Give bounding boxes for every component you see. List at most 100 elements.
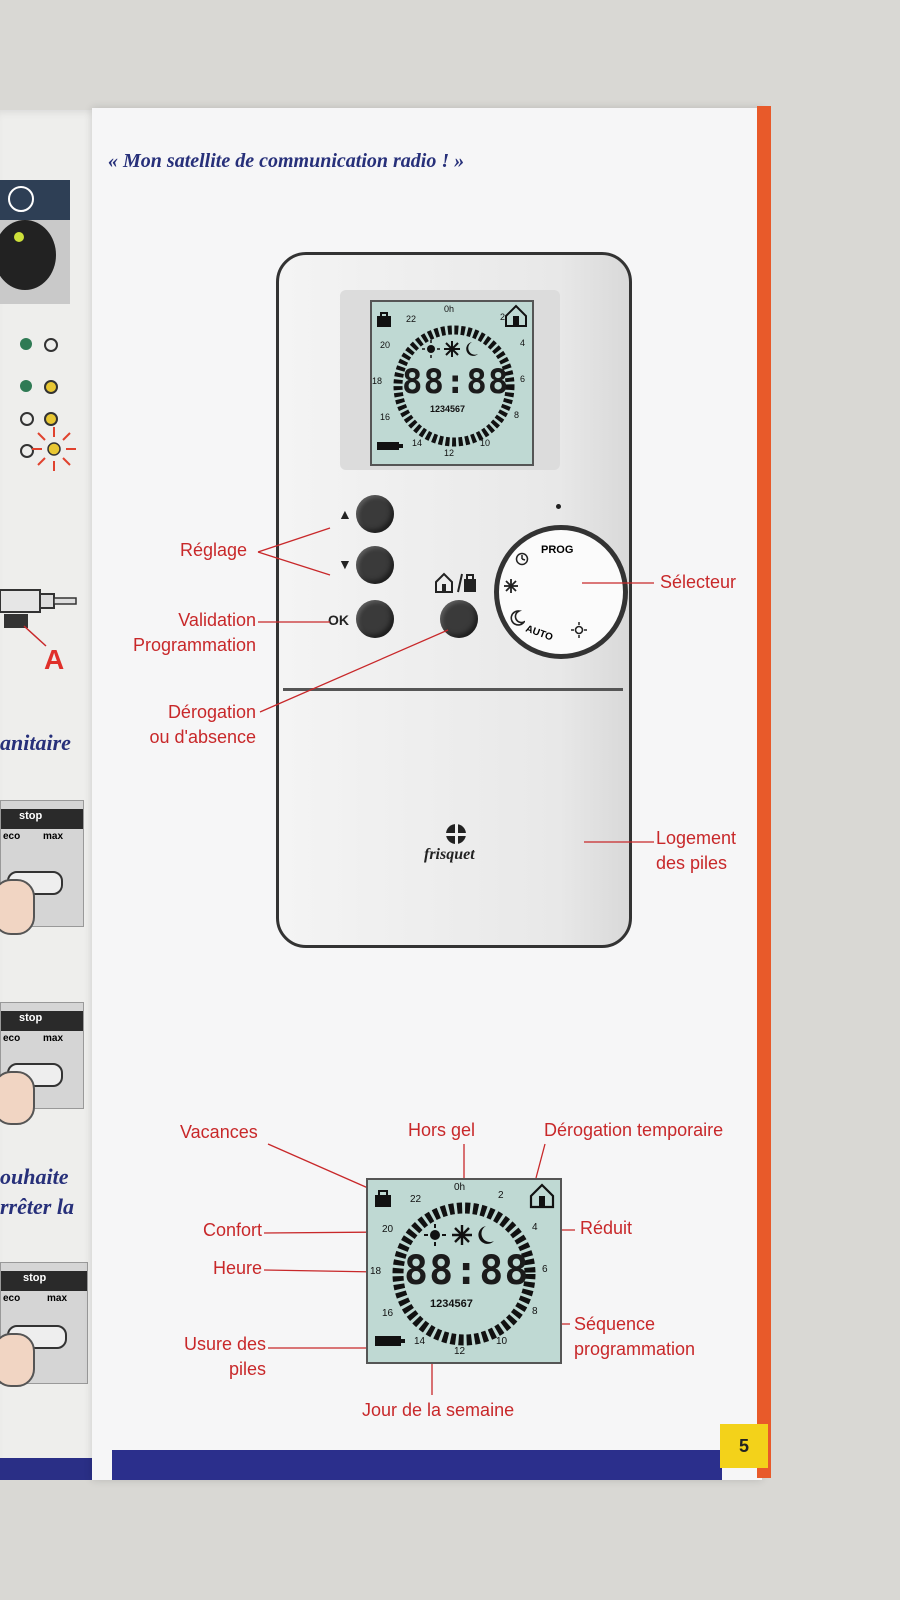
- max-label: max: [43, 1033, 64, 1044]
- lcd-hour-label: 18: [372, 376, 383, 386]
- battery-cover-divider: [283, 688, 623, 691]
- max-label: max: [47, 1293, 68, 1304]
- brand-name: frisquet: [424, 846, 475, 863]
- clock-icon: [515, 552, 529, 566]
- lcd-hour-label: 0h: [454, 1182, 466, 1193]
- callout-hors-gel: Hors gel: [408, 1120, 476, 1140]
- led-green-icon: [20, 380, 32, 392]
- callout-validation: Validation: [178, 610, 256, 630]
- lcd-hour-label: 20: [382, 1224, 394, 1235]
- lcd-hour-label: 12: [444, 448, 455, 458]
- lcd-hour-label: 12: [454, 1346, 466, 1357]
- override-button[interactable]: [440, 600, 478, 638]
- stop-label: stop: [23, 1272, 47, 1284]
- led-blinking-icon: [32, 427, 76, 471]
- led-yellow-icon: [44, 380, 58, 394]
- boiler-control-panel: stop eco max: [0, 1262, 88, 1387]
- stop-label: stop: [19, 1012, 43, 1024]
- finger-icon: [0, 1333, 35, 1387]
- led-off-icon: [20, 412, 34, 426]
- blue-footer-bar: [112, 1450, 722, 1480]
- green-led-icon: [14, 232, 24, 242]
- lcd-hour-label: 0h: [444, 304, 455, 314]
- pointer-line: [23, 625, 47, 647]
- callout-usure-piles: piles: [228, 1359, 266, 1379]
- led-off-icon: [20, 444, 34, 458]
- lcd-hour-label: 16: [380, 412, 391, 422]
- pipe-connector-icon: [0, 589, 77, 628]
- prog-label: PROG: [541, 544, 574, 556]
- callout-sequence: Séquence: [574, 1314, 656, 1334]
- orange-edge: [757, 106, 771, 1478]
- mode-icons: [422, 340, 478, 358]
- left-page-text-line1: ouhaite: [0, 1164, 69, 1189]
- lcd-hour-label: 16: [382, 1308, 394, 1319]
- lcd-hour-label: 4: [520, 338, 526, 348]
- finger-icon: [0, 1071, 35, 1125]
- lcd-hour-label: 6: [520, 374, 526, 384]
- eco-label: eco: [3, 1293, 21, 1304]
- finger-icon: [0, 879, 35, 935]
- page-number: 5: [720, 1424, 768, 1468]
- lcd-hour-label: 2: [500, 312, 506, 322]
- suitcase-icon: [375, 1190, 391, 1207]
- battery-icon: [375, 1336, 405, 1346]
- marker-a: A: [44, 644, 65, 675]
- ok-label: OK: [328, 612, 349, 628]
- mode-icons: [424, 1224, 494, 1246]
- boiler-control-panel: stop eco max: [0, 800, 84, 935]
- lcd-detail-time: 88:88: [404, 1248, 530, 1294]
- suitcase-icon: [377, 312, 391, 327]
- lcd-ring: [393, 325, 515, 447]
- callout-absence: ou d'absence: [149, 727, 256, 747]
- lcd-hour-label: 22: [410, 1194, 422, 1205]
- stop-label: stop: [19, 810, 43, 822]
- power-icon: [8, 186, 34, 212]
- ok-button[interactable]: [356, 600, 394, 638]
- lcd-hour-label: 8: [532, 1306, 538, 1317]
- lcd-hour-label: 14: [412, 438, 423, 448]
- callout-vacances: Vacances: [180, 1122, 258, 1142]
- callout-heure: Heure: [212, 1258, 262, 1278]
- down-arrow-label: ▼: [338, 556, 352, 572]
- led-green-icon: [20, 338, 32, 350]
- callout-jour-semaine: Jour de la semaine: [362, 1400, 515, 1420]
- lcd-days: 1234567: [430, 404, 466, 414]
- lcd-hour-label: 14: [414, 1336, 426, 1347]
- lcd-hour-label: 2: [498, 1190, 504, 1201]
- home-suitcase-icon: [435, 572, 476, 593]
- down-button[interactable]: [356, 546, 394, 584]
- snowflake-icon: [504, 579, 518, 593]
- callout-confort: Confort: [202, 1220, 262, 1240]
- page-heading: « Mon satellite de communication radio !…: [108, 150, 465, 172]
- frisquet-logo-icon: [446, 824, 466, 844]
- lcd-hour-label: 6: [542, 1264, 548, 1275]
- lcd-time: 88:88: [402, 362, 510, 402]
- lcd-hour-label: 22: [406, 314, 417, 324]
- lcd-hour-label: 10: [496, 1336, 508, 1347]
- up-arrow-label: ▲: [338, 506, 352, 522]
- max-label: max: [43, 831, 64, 842]
- left-page-text-line2: rrêter la: [0, 1194, 74, 1219]
- selector-dial[interactable]: PROG AUTO: [494, 525, 628, 659]
- sun-icon: [571, 622, 587, 638]
- battery-icon: [377, 442, 403, 450]
- power-knob: [0, 220, 56, 290]
- lcd-hour-label: 20: [380, 340, 391, 350]
- callout-sequence-programmation: programmation: [574, 1339, 696, 1359]
- callout-piles: des piles: [656, 853, 728, 873]
- lcd-hour-label: 18: [370, 1266, 382, 1277]
- lcd-hour-label: 8: [514, 410, 520, 420]
- up-button[interactable]: [356, 495, 394, 533]
- lcd-detail-ring: [392, 1202, 536, 1346]
- callout-programmation: Programmation: [132, 635, 256, 655]
- lcd-detail-days: 1234567: [430, 1298, 473, 1310]
- callout-usure: Usure des: [183, 1334, 266, 1354]
- house-override-icon: [529, 1183, 555, 1209]
- lcd-hour-label: 10: [480, 438, 491, 448]
- eco-label: eco: [3, 831, 21, 842]
- lcd-screen: 88:88 0h 2 4 6 8 10 12 14 16 18 20 22 12…: [370, 300, 534, 466]
- boiler-control-panel: stop eco max: [0, 1002, 84, 1125]
- lcd-detail-screen: 88:88 0h 2 4 6 8 10 12 14 16 18 20 22 12…: [366, 1178, 562, 1364]
- eco-label: eco: [3, 1033, 21, 1044]
